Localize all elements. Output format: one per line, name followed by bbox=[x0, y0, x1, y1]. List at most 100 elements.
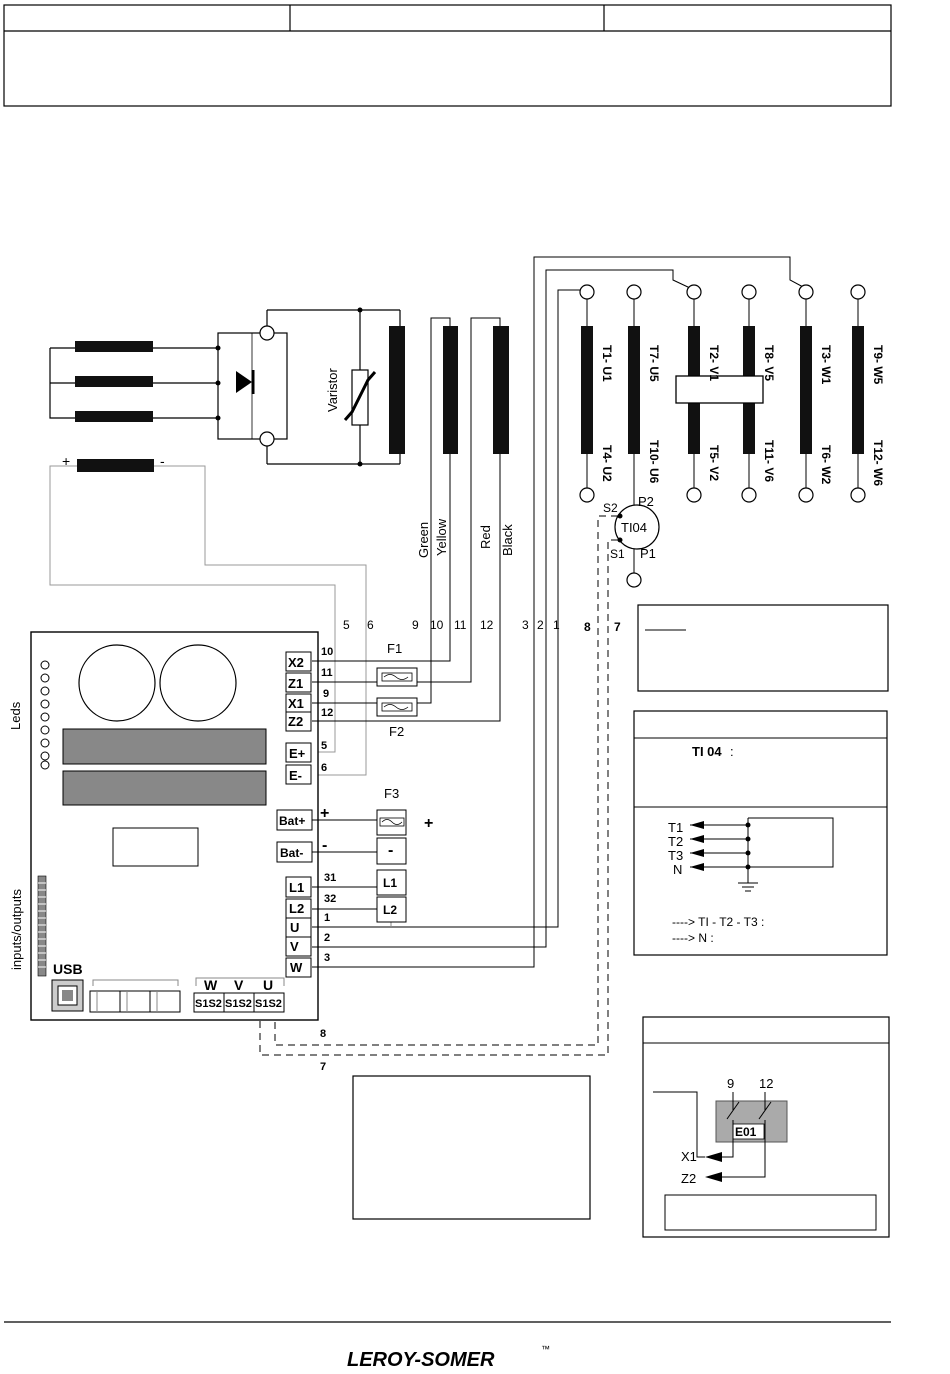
regulator-wiring bbox=[312, 610, 559, 968]
note-box-middle bbox=[352, 1075, 591, 1220]
ct-note-1: ----> TI - T2 - T3 : bbox=[672, 915, 764, 929]
rw-8: 8 bbox=[320, 1028, 326, 1040]
fuse-block-f3: F3 + - L1 L2 bbox=[376, 786, 433, 923]
s1s2-u: S1S2 bbox=[255, 998, 282, 1010]
rw-11: 11 bbox=[321, 667, 333, 679]
wire-color-red: Red bbox=[478, 525, 493, 549]
wire-num-2: 2 bbox=[537, 618, 544, 632]
terminal-t2-v1: T2- V1 bbox=[707, 345, 721, 381]
ct-box-suffix: : bbox=[730, 744, 734, 759]
term-x2: X2 bbox=[288, 655, 304, 670]
wire-num-3: 3 bbox=[522, 618, 529, 632]
rw-2: 2 bbox=[324, 932, 330, 944]
aux-windings: Green Yellow Red Black bbox=[416, 317, 515, 610]
rw-31: 31 bbox=[324, 872, 336, 884]
wire-num-7: 7 bbox=[614, 620, 621, 634]
terminal-t1-u1: T1- U1 bbox=[600, 345, 614, 382]
rw-7: 7 bbox=[320, 1061, 326, 1073]
s1s2-w: S1S2 bbox=[195, 998, 222, 1010]
rw-9: 9 bbox=[323, 688, 329, 700]
rw-1: 1 bbox=[324, 912, 330, 924]
fuse-minus: - bbox=[388, 842, 393, 859]
wire-num-1: 1 bbox=[553, 618, 560, 632]
ct-name: TI04 bbox=[621, 520, 647, 535]
sense-u: U bbox=[263, 977, 273, 993]
term-w: W bbox=[290, 960, 303, 975]
rw-plus: + bbox=[320, 805, 329, 822]
fuse-f3: F3 bbox=[384, 786, 399, 801]
terminal-t3-w1: T3- W1 bbox=[819, 345, 833, 385]
wire-color-black: Black bbox=[500, 524, 515, 556]
terminal-t7-u5: T7- U5 bbox=[647, 345, 661, 382]
rw-10: 10 bbox=[321, 646, 333, 658]
s1s2-v: S1S2 bbox=[225, 998, 252, 1010]
term-l2: L2 bbox=[289, 901, 304, 916]
wire-num-8: 8 bbox=[584, 620, 591, 634]
ct-line-t1: T1 bbox=[668, 820, 683, 835]
terminal-t9-w5: T9- W5 bbox=[871, 345, 885, 385]
term-z1: Z1 bbox=[288, 676, 303, 691]
ct-s2: S2 bbox=[603, 501, 618, 515]
fuse-block-f1-f2: F1 F2 bbox=[376, 641, 418, 739]
e01-x1: X1 bbox=[681, 1149, 697, 1164]
fuse-f2: F2 bbox=[389, 724, 404, 739]
header-table bbox=[3, 4, 892, 107]
rw-5: 5 bbox=[321, 740, 327, 752]
terminal-t6-w2: T6- W2 bbox=[819, 445, 833, 485]
exciter-plus: + bbox=[62, 453, 70, 469]
usb-port-icon bbox=[51, 979, 84, 1012]
e01-n12: 12 bbox=[759, 1076, 773, 1091]
fuse-f1: F1 bbox=[387, 641, 402, 656]
ct-note-2: ----> N : bbox=[672, 931, 714, 945]
wire-num-6: 6 bbox=[367, 618, 374, 632]
term-bat-minus: Bat- bbox=[280, 846, 303, 860]
e01-box: 9 12 E01 X1 Z2 bbox=[642, 1016, 890, 1238]
wire-num-11: 11 bbox=[454, 618, 467, 632]
regulator: Leds inputs/outputs USB bbox=[8, 631, 319, 1021]
exciter-wires bbox=[49, 465, 367, 776]
term-e-minus: E- bbox=[289, 768, 302, 783]
terminal-t4-u2: T4- U2 bbox=[600, 445, 614, 482]
rw-3: 3 bbox=[324, 952, 330, 964]
current-transformer: TI04 S2 S1 P2 P1 bbox=[603, 494, 660, 561]
fuse-l1: L1 bbox=[383, 876, 397, 890]
rw-32: 32 bbox=[324, 893, 336, 905]
usb-label: USB bbox=[53, 961, 83, 977]
term-l1: L1 bbox=[289, 880, 304, 895]
fuse-l2: L2 bbox=[383, 903, 397, 917]
fuse-plus: + bbox=[424, 815, 433, 832]
ct-p2: P2 bbox=[638, 494, 654, 509]
rw-minus: - bbox=[322, 837, 327, 854]
e01-module: E01 bbox=[735, 1125, 757, 1139]
term-bat-plus: Bat+ bbox=[279, 814, 305, 828]
exciter-minus: - bbox=[160, 453, 165, 469]
wire-num-9: 9 bbox=[412, 618, 419, 632]
ct-box-title: TI 04 bbox=[692, 744, 722, 759]
ct-dashed-wires bbox=[259, 515, 618, 1056]
io-label: inputs/outputs bbox=[9, 889, 24, 970]
term-u: U bbox=[290, 920, 299, 935]
led-column bbox=[40, 660, 50, 770]
e01-z2: Z2 bbox=[681, 1171, 696, 1186]
brand-logo: LEROY-SOMER bbox=[347, 1349, 495, 1371]
sense-v: V bbox=[234, 977, 244, 993]
ct-line-t2: T2 bbox=[668, 834, 683, 849]
bottom-connector bbox=[89, 990, 181, 1013]
wire-color-yellow: Yellow bbox=[434, 518, 449, 556]
leds-label: Leds bbox=[8, 701, 23, 730]
wire-num-12: 12 bbox=[480, 618, 494, 632]
wire-color-green: Green bbox=[416, 522, 431, 558]
terminal-t11-v6: T11- V6 bbox=[762, 440, 776, 482]
term-z2: Z2 bbox=[288, 714, 303, 729]
ct-p1: P1 bbox=[640, 546, 656, 561]
terminal-t8-v5: T8- V5 bbox=[762, 345, 776, 381]
sense-w: W bbox=[204, 977, 218, 993]
term-x1: X1 bbox=[288, 696, 304, 711]
wire-num-5: 5 bbox=[343, 618, 350, 632]
ct-line-n: N bbox=[673, 862, 682, 877]
note-box-1 bbox=[637, 604, 889, 692]
term-v: V bbox=[290, 939, 299, 954]
varistor-label: Varistor bbox=[325, 368, 340, 412]
